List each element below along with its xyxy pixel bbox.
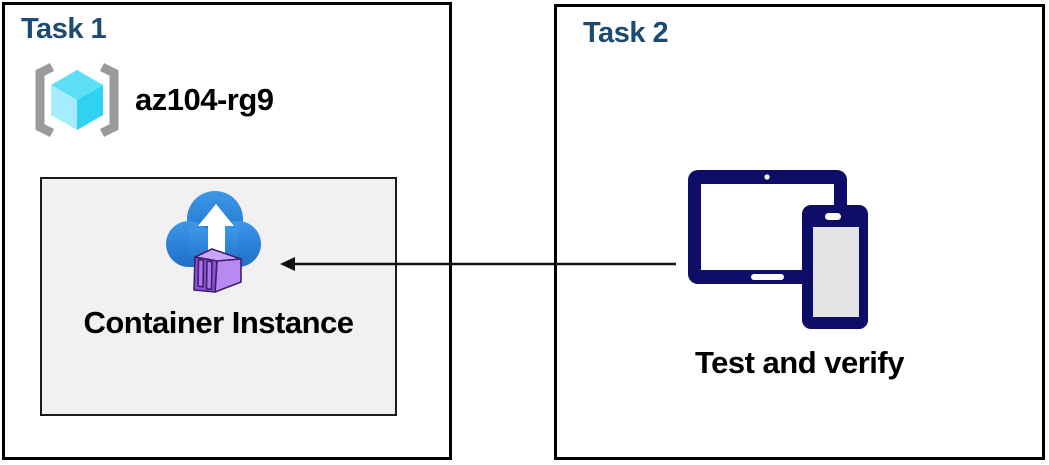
phone-speaker [825, 213, 841, 220]
resource-group-icon [35, 62, 119, 138]
tablet-camera-dot [764, 174, 770, 180]
phone-icon [802, 205, 868, 329]
devices-icon [687, 163, 872, 330]
container-instance-icon [165, 191, 261, 293]
task2-title: Task 2 [583, 17, 669, 49]
flow-arrow [280, 257, 676, 271]
arrow-head [280, 257, 295, 271]
task1-box: Task 1 az104-rg9 [2, 2, 452, 460]
resource-group-name: az104-rg9 [135, 82, 274, 117]
container-shape [192, 248, 242, 293]
task1-title: Task 1 [21, 13, 107, 45]
upload-arrow-shape [197, 204, 234, 257]
test-verify-label: Test and verify [694, 345, 905, 380]
resource-group: az104-rg9 [29, 61, 274, 139]
tablet-home-button [751, 274, 784, 280]
container-instance-label: Container Instance [83, 305, 354, 340]
task2-box: Task 2 Test and verify [554, 4, 1045, 460]
container-instance-box: Container Instance [40, 177, 397, 416]
